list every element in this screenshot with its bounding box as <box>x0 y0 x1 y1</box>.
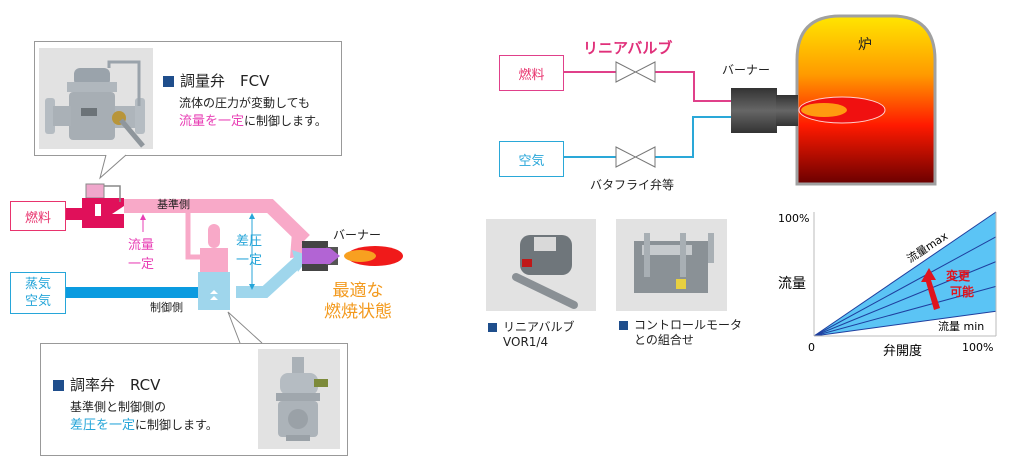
rcv-desc-line2: に制御します。 <box>135 418 218 432</box>
control-motor-photo <box>616 219 727 311</box>
right-fuel-label: 燃料 <box>518 67 545 83</box>
flow-chart: 100% 0 100% 流量 弁開度 流量max 流量 min 変更 可能 <box>778 211 997 359</box>
optimal-combustion-label: 最適な燃焼状態 <box>324 281 392 322</box>
rcv-title: 調率弁 RCV <box>53 374 243 395</box>
rcv-valve-photo <box>258 349 340 449</box>
linear-valve-symbol <box>615 61 656 83</box>
series-line-1 <box>813 211 997 337</box>
right-fuel-box: 燃料 <box>499 55 564 91</box>
series-line-5 <box>813 310 997 337</box>
rcv-desc-line1: 基準側と制御側の <box>70 400 167 414</box>
rcv-valve-symbol <box>198 224 230 310</box>
right-burner-icon <box>731 88 886 133</box>
rcv-callout: 調率弁 RCV 基準側と制御側の 差圧を一定に制御します。 <box>40 343 348 456</box>
control-side-label: 制御側 <box>150 301 183 314</box>
bullet-square-icon <box>619 321 628 330</box>
x-tick-100: 100% <box>962 341 993 354</box>
steam-air-box: 蒸気 空気 <box>10 272 66 314</box>
fcv-desc-line1: 流体の圧力が変動しても <box>179 96 311 110</box>
air-label: 空気 <box>24 294 51 309</box>
reference-pipe <box>120 199 310 246</box>
y-axis-label: 流量 <box>778 276 806 292</box>
fcv-callout: 調量弁 FCV 流体の圧力が変動しても 流量を一定に制御します。 <box>34 41 342 156</box>
linear-valve-label: リニアバルブ <box>583 39 673 57</box>
right-air-box: 空気 <box>499 141 564 177</box>
change-arrow-icon <box>921 268 940 310</box>
x-tick-0: 0 <box>808 341 815 354</box>
left-flow-diagram <box>66 154 403 344</box>
fuel-label: 燃料 <box>24 210 51 226</box>
right-flow-diagram <box>563 14 937 186</box>
left-burner-icon <box>302 241 403 271</box>
label-changeable-2: 可能 <box>950 284 974 299</box>
steam-pipe <box>66 287 220 298</box>
fuel-box: 燃料 <box>10 201 66 231</box>
flow-constant-label: 流量一定 <box>128 238 155 272</box>
series-line-3 <box>813 261 997 337</box>
rcv-highlight: 差圧を一定 <box>70 418 136 433</box>
butterfly-valve-label: バタフライ弁等 <box>590 178 675 192</box>
series-line-4 <box>813 285 997 337</box>
diff-pressure-constant-label: 差圧一定 <box>236 234 263 268</box>
butterfly-valve-symbol <box>615 146 656 168</box>
furnace-label: 炉 <box>858 37 872 53</box>
reference-side-label: 基準側 <box>157 198 190 211</box>
fcv-desc-line2: に制御します。 <box>244 114 327 128</box>
right-burner-label: バーナー <box>722 63 771 77</box>
linear-valve-photo <box>486 219 596 311</box>
product-linear-valve-caption: リニアバルブ VOR1/4 <box>488 320 575 350</box>
left-burner-label: バーナー <box>333 228 382 242</box>
series-line-2 <box>813 236 997 337</box>
fcv-highlight: 流量を一定 <box>179 114 245 129</box>
label-flow-min: 流量 min <box>938 319 984 333</box>
fcv-valve-photo <box>39 48 153 149</box>
label-changeable-1: 変更 <box>946 268 971 283</box>
y-tick-100: 100% <box>778 212 809 225</box>
bullet-square-icon <box>488 323 497 332</box>
bullet-square-icon <box>53 380 64 391</box>
steam-label: 蒸気 <box>24 277 51 292</box>
x-axis-label: 弁開度 <box>883 343 922 359</box>
bullet-square-icon <box>163 76 174 87</box>
product-control-motor-caption: コントロールモータ との組合せ <box>619 318 742 348</box>
fcv-valve-symbol <box>82 183 124 228</box>
fcv-title: 調量弁 FCV <box>163 70 338 91</box>
right-air-label: 空気 <box>518 153 545 169</box>
